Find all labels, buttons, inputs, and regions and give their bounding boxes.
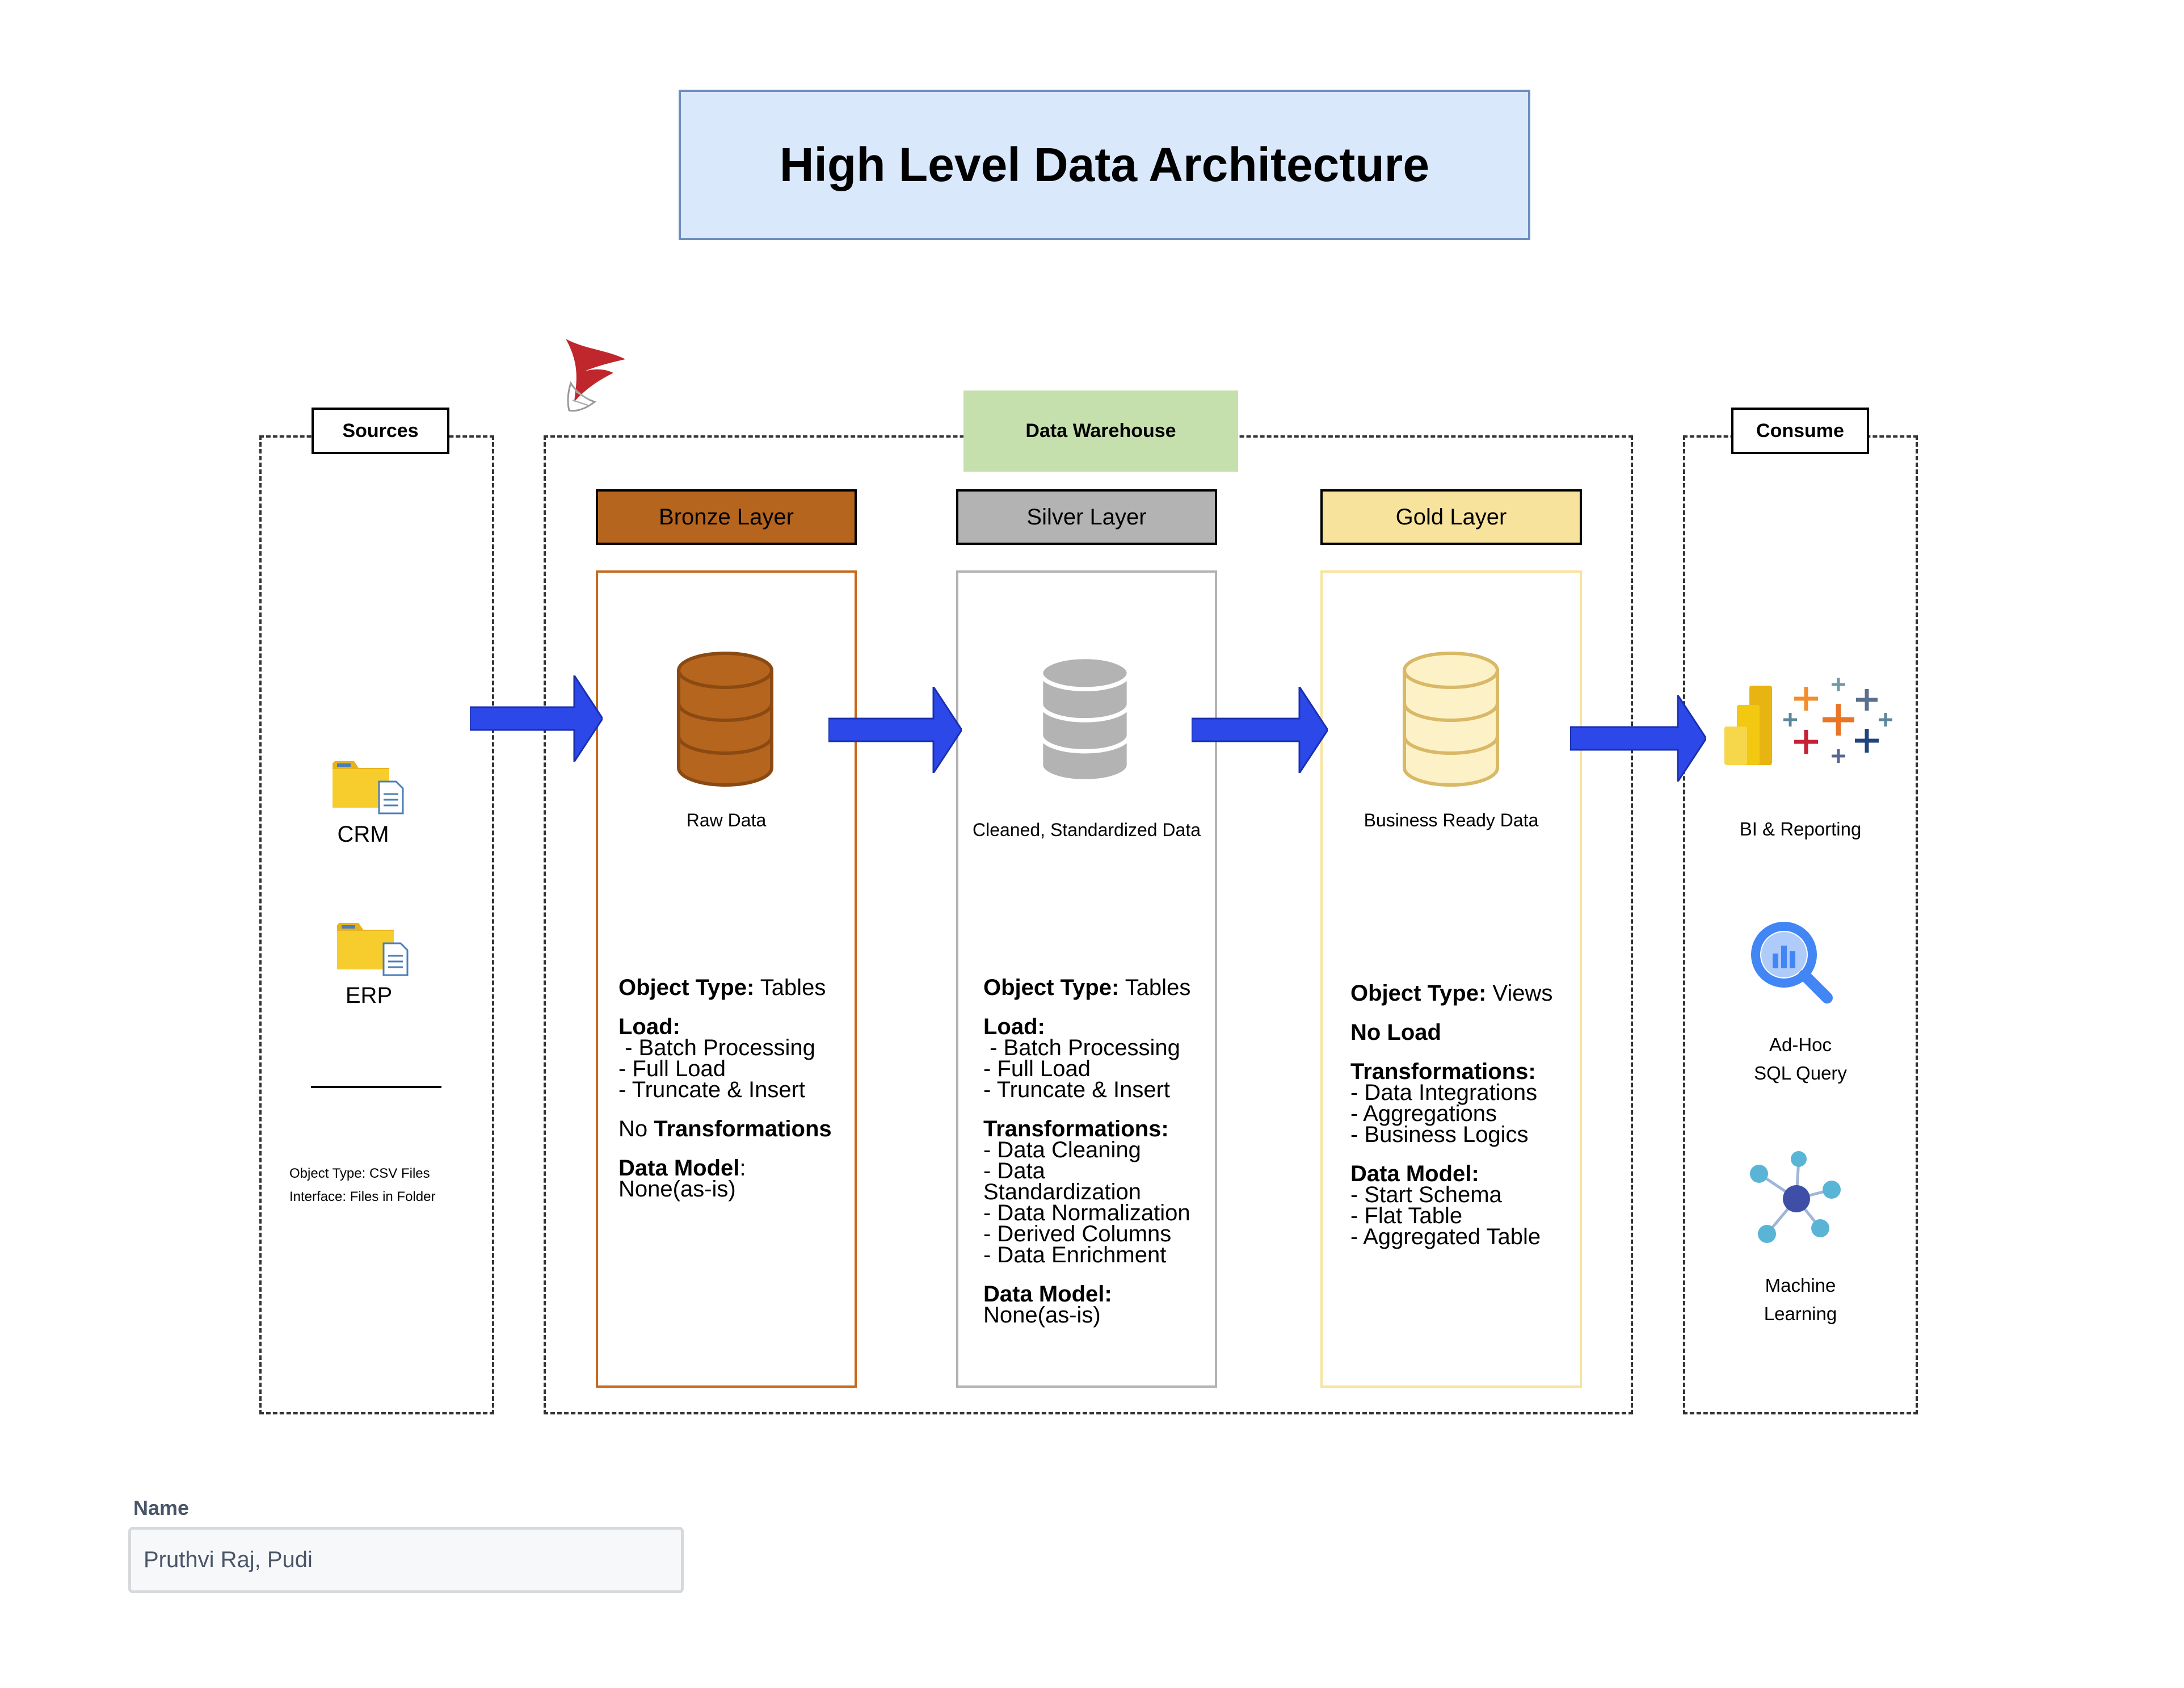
gold-object-type-label: Object Type: [1350, 981, 1487, 1006]
source-erp-label: ERP [345, 983, 393, 1008]
gold-database-icon [1403, 652, 1499, 787]
bronze-layer-header: Bronze Layer [596, 489, 857, 545]
silver-load-item: - Truncate & Insert [983, 1077, 1171, 1102]
bronze-transform-label: Transformations [654, 1116, 832, 1141]
bronze-load-item: - Full Load [618, 1056, 726, 1081]
silver-model-label: Data Model: [983, 1282, 1112, 1307]
consume-bi-label: BI & Reporting [1739, 818, 1862, 839]
gold-transform-item: - Data Integrations [1350, 1080, 1538, 1105]
consume-ml-label-1: Machine [1765, 1275, 1836, 1296]
gold-transform-item: - Aggregations [1350, 1101, 1497, 1126]
bronze-model-label: Data Model [618, 1156, 740, 1181]
gold-load-label: No Load [1350, 1020, 1441, 1045]
bronze-database-icon [677, 652, 773, 787]
gold-model-item: - Start Schema [1350, 1182, 1502, 1207]
gold-details: Object Type: Views No Load Transformatio… [1350, 981, 1580, 1266]
arrow-gold-to-consume [1570, 695, 1706, 782]
silver-layer-box [956, 570, 1217, 1388]
silver-transform-item: - Data Normalization [983, 1200, 1190, 1225]
bronze-caption: Raw Data [686, 810, 767, 830]
silver-model-value: None(as-is) [983, 1303, 1101, 1328]
folder-file-icon [333, 761, 404, 814]
silver-details: Object Type: Tables Load: - Batch Proces… [983, 975, 1216, 1344]
folder-file-icon [337, 923, 409, 976]
bigquery-icon [1751, 922, 1833, 1003]
silver-transform-label: Transformations: [983, 1116, 1169, 1141]
gold-transform-item: - Business Logics [1350, 1122, 1529, 1147]
silver-database-icon [1038, 654, 1131, 784]
bronze-load-label: Load: [618, 1014, 680, 1039]
gold-object-type-value: Views [1492, 981, 1553, 1006]
arrow-silver-to-gold [1192, 687, 1328, 773]
bronze-details: Object Type: Tables Load: - Batch Proces… [618, 975, 851, 1218]
consume-sql-label-2: SQL Query [1754, 1063, 1847, 1084]
silver-caption: Cleaned, Standardized Data [972, 820, 1201, 840]
gold-model-item: - Aggregated Table [1350, 1224, 1541, 1249]
silver-transform-item: - Data [983, 1158, 1045, 1183]
sources-tag: Sources [312, 408, 449, 454]
silver-object-type-value: Tables [1125, 975, 1191, 1000]
bronze-object-type-value: Tables [760, 975, 826, 1000]
arrow-bronze-to-silver [828, 687, 962, 773]
silver-transform-item: - Derived Columns [983, 1221, 1172, 1246]
name-input[interactable]: Pruthvi Raj, Pudi [128, 1527, 684, 1593]
silver-object-type-label: Object Type: [983, 975, 1120, 1000]
sql-server-icon [566, 339, 625, 412]
powerbi-tableau-icon [1724, 678, 1892, 765]
silver-layer-header: Silver Layer [956, 489, 1217, 545]
gold-model-label: Data Model: [1350, 1161, 1479, 1186]
silver-load-item: - Full Load [983, 1056, 1091, 1081]
gold-layer-header: Gold Layer [1320, 489, 1582, 545]
gold-model-item: - Flat Table [1350, 1203, 1463, 1228]
warehouse-tag: Data Warehouse [963, 390, 1238, 472]
source-crm-label: CRM [337, 822, 389, 847]
bronze-load-item: - Truncate & Insert [618, 1077, 806, 1102]
bronze-object-type-label: Object Type: [618, 975, 755, 1000]
sources-object-type: Object Type: CSV Files [289, 1166, 430, 1181]
gold-caption: Business Ready Data [1364, 810, 1539, 830]
consume-tag: Consume [1731, 408, 1869, 454]
name-field-label: Name [133, 1496, 190, 1519]
sources-interface: Interface: Files in Folder [289, 1189, 436, 1204]
name-input-value: Pruthvi Raj, Pudi [144, 1547, 313, 1572]
consume-ml-label-2: Learning [1764, 1303, 1837, 1324]
gold-layer-box [1320, 570, 1582, 1388]
machine-learning-icon [1750, 1151, 1841, 1243]
bronze-transform-prefix: No [618, 1116, 654, 1141]
divider [311, 1086, 441, 1088]
diagram-title: High Level Data Architecture [679, 90, 1530, 240]
silver-transform-item: Standardization [983, 1179, 1141, 1204]
consume-sql-label-1: Ad-Hoc [1769, 1034, 1832, 1055]
arrow-sources-to-bronze [470, 675, 603, 762]
silver-load-label: Load: [983, 1014, 1045, 1039]
silver-transform-item: - Data Cleaning [983, 1137, 1141, 1162]
bronze-layer-box [596, 570, 857, 1388]
bronze-model-suffix: : [739, 1156, 746, 1181]
bronze-model-value: None(as-is) [618, 1177, 736, 1202]
bronze-load-item: - Batch Processing [618, 1035, 815, 1060]
silver-load-item: - Batch Processing [983, 1035, 1180, 1060]
silver-transform-item: - Data Enrichment [983, 1242, 1167, 1267]
gold-transform-label: Transformations: [1350, 1059, 1536, 1084]
